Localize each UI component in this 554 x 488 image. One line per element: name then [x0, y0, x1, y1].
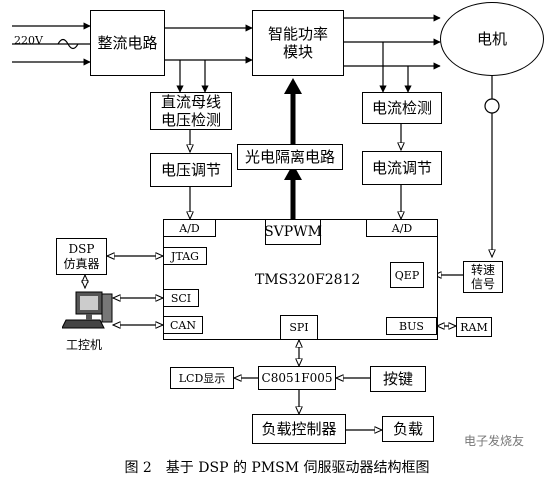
dc-bus-label-line1: 直流母线 [160, 93, 221, 111]
lcd-display-label: LCD显示 [178, 372, 226, 385]
voltage-regulation-label: 电压调节 [160, 161, 221, 179]
ram-block: RAM [456, 317, 492, 337]
keys-block: 按键 [370, 366, 426, 392]
rectifier-block: 整流电路 [90, 10, 165, 76]
svpwm-label: SVPWM [264, 224, 322, 240]
current-detect-label: 电流检测 [371, 99, 432, 117]
pc-label: 工控机 [66, 338, 103, 352]
ipm-label-line1: 智能功率 [267, 25, 328, 43]
keys-label: 按键 [382, 370, 413, 388]
dsp-chip-label: TMS320F2812 [255, 272, 361, 288]
input-voltage-label: 220V [14, 34, 43, 47]
load-label: 负载 [392, 420, 423, 438]
current-detect-block: 电流检测 [362, 92, 442, 124]
dsp-emulator-line1: DSP [68, 241, 95, 256]
opto-isolation-label: 光电隔离电路 [244, 148, 335, 166]
load-block: 负载 [382, 416, 434, 442]
svpwm-block: SVPWM [264, 219, 322, 245]
can-port: CAN [163, 316, 203, 334]
mcu-block: C8051F005 [258, 366, 336, 390]
voltage-regulation-block: 电压调节 [150, 153, 232, 187]
rectifier-label: 整流电路 [97, 34, 158, 52]
opto-isolation-block: 光电隔离电路 [237, 144, 343, 170]
ad-right-port: A/D [366, 219, 438, 237]
mcu-label: C8051F005 [261, 371, 333, 385]
load-controller-block: 负载控制器 [252, 414, 346, 444]
jtag-port: JTAG [163, 247, 207, 265]
dsp-emulator-line2: 仿真器 [63, 256, 100, 271]
qep-port: QEP [390, 262, 424, 288]
dc-bus-label-line2: 电压检测 [160, 111, 221, 129]
ipm-label-line2: 模块 [282, 43, 313, 61]
spi-port: SPI [280, 315, 318, 340]
dsp-emulator-block: DSP 仿真器 [56, 238, 107, 275]
ram-label: RAM [460, 320, 488, 334]
ad-left-port: A/D [163, 219, 216, 237]
motor-circle: 电机 [440, 2, 544, 76]
lcd-display-block: LCD显示 [170, 367, 234, 389]
speed-signal-line1: 转速 [470, 263, 495, 277]
speed-signal-line2: 信号 [470, 277, 495, 291]
current-regulation-label: 电流调节 [371, 159, 432, 177]
bus-port: BUS [386, 317, 437, 335]
motor-label: 电机 [476, 30, 507, 48]
ipm-block: 智能功率 模块 [252, 10, 344, 76]
current-regulation-block: 电流调节 [362, 151, 442, 185]
load-controller-label: 负载控制器 [261, 420, 337, 438]
computer-icon [62, 291, 113, 329]
figure-caption: 图 2 基于 DSP 的 PMSM 伺服驱动器结构框图 [124, 460, 430, 476]
dc-bus-voltage-detect-block: 直流母线 电压检测 [150, 92, 232, 130]
watermark: 电子发烧友 [463, 434, 524, 448]
sci-port: SCI [163, 289, 199, 307]
speed-signal-block: 转速 信号 [463, 261, 503, 293]
